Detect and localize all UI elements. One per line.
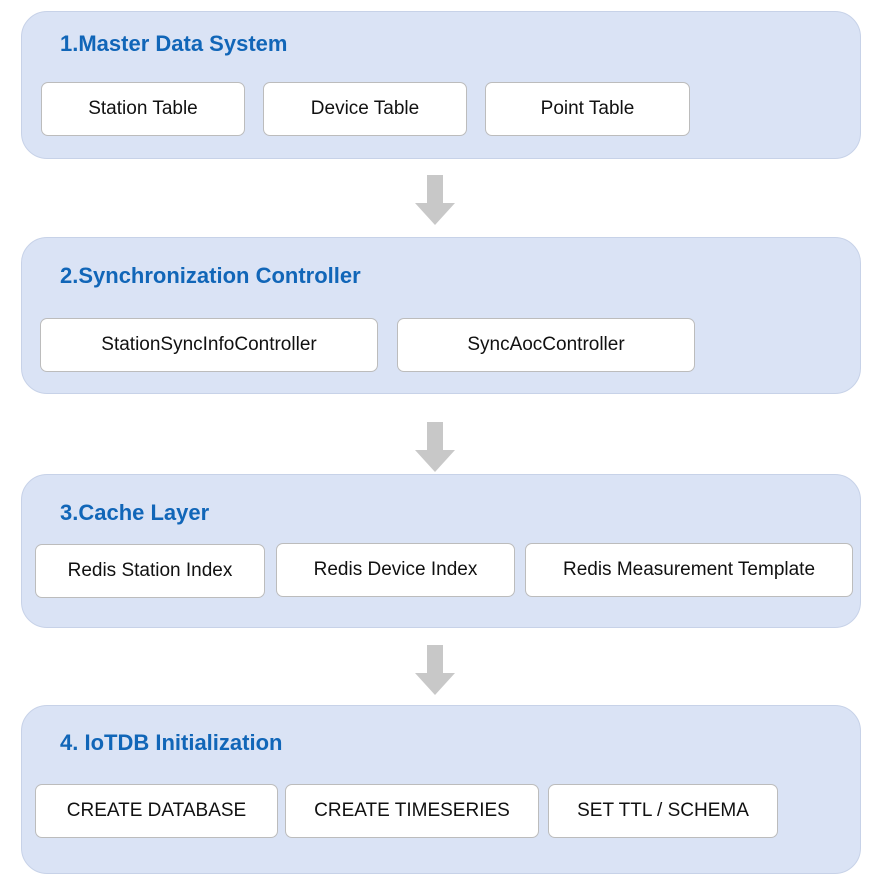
stage-title: 1.Master Data System	[60, 31, 288, 56]
stage-title: 2.Synchronization Controller	[60, 263, 361, 288]
stage-synchronization-controller: 2.Synchronization Controller StationSync…	[21, 237, 861, 394]
point-table-box: Point Table	[485, 82, 690, 136]
flow-arrow-down-icon	[415, 422, 455, 472]
stage-cache-layer: 3.Cache Layer Redis Station Index Redis …	[21, 474, 861, 628]
station-sync-info-controller-box: StationSyncInfoController	[40, 318, 378, 372]
stage-master-data-system: 1.Master Data System Station Table Devic…	[21, 11, 861, 159]
flow-arrow-down-icon	[415, 175, 455, 225]
redis-station-index-box: Redis Station Index	[35, 544, 265, 598]
redis-device-index-box: Redis Device Index	[276, 543, 515, 597]
stage-title: 3.Cache Layer	[60, 500, 210, 525]
device-table-box: Device Table	[263, 82, 467, 136]
station-table-box: Station Table	[41, 82, 245, 136]
create-database-box: CREATE DATABASE	[35, 784, 278, 838]
sync-aoc-controller-box: SyncAocController	[397, 318, 695, 372]
create-timeseries-box: CREATE TIMESERIES	[285, 784, 539, 838]
redis-measurement-template-box: Redis Measurement Template	[525, 543, 853, 597]
stage-iotdb-initialization: 4. IoTDB Initialization CREATE DATABASE …	[21, 705, 861, 874]
flow-arrow-down-icon	[415, 645, 455, 695]
stage-title: 4. IoTDB Initialization	[60, 730, 283, 755]
set-ttl-schema-box: SET TTL / SCHEMA	[548, 784, 778, 838]
